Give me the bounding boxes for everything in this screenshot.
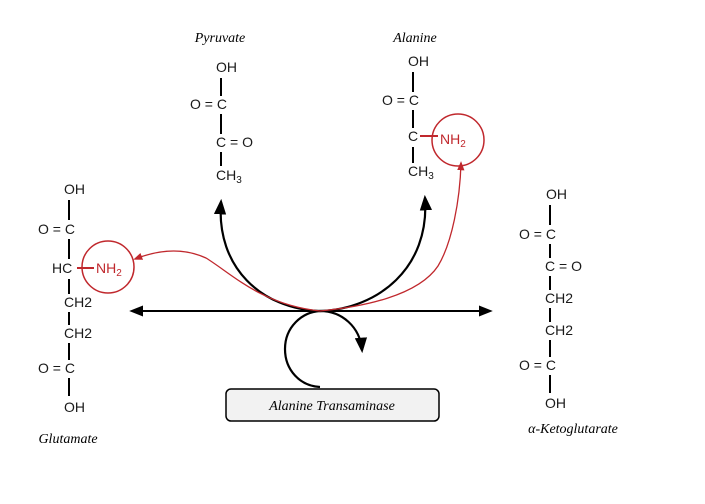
- glutamate-carboxyl-top: O = C: [38, 221, 75, 237]
- ketoglutarate-title: α-Ketoglutarate: [528, 422, 618, 437]
- glutamate-amino-group: NH2: [96, 260, 122, 279]
- glutamate-carboxyl-bottom: O = C: [38, 360, 75, 376]
- amino-transfer-arrow-from-glutamate: [133, 250, 321, 312]
- enzyme-box: [225, 388, 440, 422]
- pyruvate-keto: C = O: [216, 134, 253, 150]
- arrow-to-alanine: [319, 194, 433, 313]
- alanine-molecule: Alanine OH O = C C NH2 CH3: [382, 31, 485, 182]
- pyruvate-oh: OH: [216, 59, 237, 75]
- ketoglutarate-carboxyl-bottom: O = C: [519, 357, 556, 373]
- ketoglutarate-oh-top: OH: [546, 186, 567, 202]
- pyruvate-molecule: Pyruvate OH O = C C = O CH3: [190, 31, 253, 186]
- enzyme-label-box: Alanine Transaminase: [225, 388, 440, 422]
- ketoglutarate-ch2-a: CH2: [545, 290, 573, 306]
- pyruvate-methyl: CH3: [216, 167, 242, 186]
- alanine-methyl: CH3: [408, 163, 434, 182]
- glutamate-ch2-b: CH2: [64, 325, 92, 341]
- glutamate-amino-circle: [81, 240, 135, 294]
- ketoglutarate-keto: C = O: [545, 258, 582, 274]
- alanine-oh: OH: [408, 53, 429, 69]
- pyruvate-carboxyl: O = C: [190, 96, 227, 112]
- glutamate-ch2-a: CH2: [64, 294, 92, 310]
- ketoglutarate-ch2-b: CH2: [545, 322, 573, 338]
- glutamate-oh-top: OH: [64, 181, 85, 197]
- glutamate-oh-bottom: OH: [64, 399, 85, 415]
- enzyme-cycle-arrow: [283, 309, 368, 389]
- ketoglutarate-oh-bottom: OH: [545, 395, 566, 411]
- glutamate-title: Glutamate: [38, 432, 97, 447]
- glutamate-alpha-carbon: HC: [52, 260, 72, 276]
- pyruvate-title: Pyruvate: [194, 31, 246, 46]
- ketoglutarate-carboxyl-top: O = C: [519, 226, 556, 242]
- glutamate-molecule: OH O = C HC NH2 CH2 CH2 O = C OH Glutama…: [38, 181, 135, 447]
- alanine-title: Alanine: [392, 31, 437, 46]
- alanine-amino-group: NH2: [440, 131, 466, 150]
- alanine-alpha-carbon: C: [408, 128, 418, 144]
- enzyme-name: Alanine Transaminase: [268, 399, 395, 414]
- ketoglutarate-molecule: OH O = C C = O CH2 CH2 O = C OH α-Ketogl…: [519, 186, 618, 437]
- alanine-carboxyl: O = C: [382, 92, 419, 108]
- amino-transfer-arrow-to-alanine: [319, 161, 465, 312]
- arrow-to-pyruvate: [213, 198, 321, 313]
